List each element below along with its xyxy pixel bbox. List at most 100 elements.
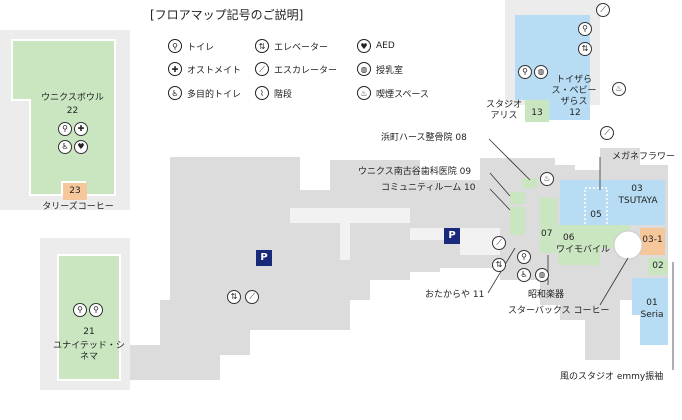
escalator-icon: ⟋	[596, 3, 610, 17]
nursing-room-icon: ◍	[535, 268, 549, 282]
elevator-icon: ⇅	[578, 42, 592, 56]
store-05-number: 05	[590, 210, 602, 220]
ostomate-icon: ✚	[74, 122, 88, 136]
store-12-name[interactable]: トイザらス・ベビーザらス	[551, 75, 597, 107]
store-13-name[interactable]: スタジオアリス	[485, 100, 522, 121]
store-03-name[interactable]: TSUTAYA	[618, 196, 658, 206]
restroom-icon: ⚲	[89, 303, 103, 317]
parking-badge: P	[256, 250, 272, 266]
multipurpose-toilet-icon: ♿	[168, 86, 182, 100]
store-03-number: 03	[631, 184, 643, 194]
legend-label: 授乳室	[376, 65, 404, 76]
store-02-area	[648, 258, 668, 275]
legend-label: トイレ	[187, 42, 215, 53]
mall-corridor	[130, 148, 668, 380]
store-21-number: 21	[83, 327, 95, 337]
legend-label: 喫煙スペース	[376, 89, 429, 100]
escalator-icon: ⟋	[492, 236, 506, 250]
nursing-room-icon: ◍	[357, 62, 371, 76]
store-06-area	[558, 225, 630, 265]
aed-icon: ♥	[74, 140, 88, 154]
central-atrium	[613, 230, 643, 260]
legend-item-stairs: ⌇ 階段	[255, 86, 292, 100]
store-13-number: 13	[531, 108, 543, 118]
store-06-name[interactable]: ワイモバイル	[556, 245, 611, 255]
legend-item-multipurpose-toilet: ♿ 多目的トイレ	[168, 86, 241, 100]
store-11-label[interactable]: おたからや 11	[425, 290, 485, 300]
smoking-area-icon: ♨	[357, 86, 371, 100]
smoking-area-icon: ♨	[612, 82, 626, 96]
inner-corridors	[290, 208, 500, 260]
legend-label: オストメイト	[187, 65, 242, 76]
store-02-name[interactable]: 風のスタジオ emmy振袖	[560, 372, 664, 382]
store-12-number: 12	[569, 108, 581, 118]
store-07-number: 07	[541, 229, 553, 239]
restroom-icon: ⚲	[168, 39, 182, 53]
ostomate-icon: ✚	[168, 62, 182, 76]
store-08-area	[522, 178, 537, 188]
store-07-name[interactable]: 昭和楽器	[528, 290, 565, 300]
restroom-icon: ⚲	[517, 250, 531, 264]
store-01-name[interactable]: Seria	[640, 310, 664, 320]
restroom-icon: ⚲	[58, 122, 72, 136]
legend-label: エレベーター	[274, 42, 329, 53]
parking-badge: P	[444, 228, 460, 244]
legend-item-nursing-room: ◍ 授乳室	[357, 62, 403, 76]
legend-item-restroom: ⚲ トイレ	[168, 39, 214, 53]
legend-item-escalator: ⟋ エスカレーター	[255, 62, 337, 76]
store-23-name[interactable]: タリーズコーヒー	[42, 202, 114, 212]
legend-item-smoking-area: ♨ 喫煙スペース	[357, 86, 429, 100]
stairs-icon: ⌇	[255, 86, 269, 100]
store-22-area	[11, 39, 116, 196]
store-03-1-number: 03-1	[642, 235, 663, 245]
multipurpose-toilet-icon: ♿	[58, 140, 72, 154]
store-05-name[interactable]: メガネフラワー	[612, 152, 676, 162]
store-03-1-area	[640, 228, 665, 255]
store-23-area	[63, 183, 87, 200]
nursing-room-icon: ◍	[534, 65, 548, 79]
legend-title: [フロアマップ記号のご説明]	[150, 8, 304, 22]
store-01-number: 01	[646, 298, 658, 308]
store-22-name[interactable]: ウニクスボウル	[41, 93, 104, 103]
legend-item-elevator: ⇅ エレベーター	[255, 39, 328, 53]
legend-item-ostomate: ✚ オストメイト	[168, 62, 241, 76]
escalator-icon: ⟋	[600, 126, 614, 140]
store-06-number: 06	[563, 233, 575, 243]
legend-label: エスカレーター	[274, 65, 338, 76]
store-10-label[interactable]: コミュニティルーム 10	[381, 183, 476, 193]
legend-label: 階段	[274, 89, 293, 100]
store-05-area	[584, 187, 608, 231]
store-12-area	[515, 15, 590, 120]
store-13-area	[525, 100, 549, 122]
aed-icon: ♥	[357, 39, 371, 53]
store-09-label[interactable]: ウニクス南古谷歯科医院 09	[358, 167, 472, 177]
escalator-icon: ⟋	[255, 62, 269, 76]
store-21-name[interactable]: ユナイテッド・シネマ	[53, 341, 125, 362]
multipurpose-toilet-icon: ♿	[517, 268, 531, 282]
store-01-area	[632, 278, 668, 345]
store-22-number: 22	[66, 106, 79, 116]
escalator-icon: ⟋	[245, 290, 259, 304]
store-21-area	[57, 254, 121, 381]
legend-label: 多目的トイレ	[187, 89, 242, 100]
store-10-area	[510, 207, 525, 235]
smoking-area-icon: ♨	[540, 172, 554, 186]
restroom-icon: ⚲	[73, 303, 87, 317]
store-03-1-name[interactable]: スターバックス コーヒー	[508, 306, 610, 316]
store-09-area	[510, 192, 525, 204]
restroom-icon: ⚲	[578, 22, 592, 36]
store-07-area	[540, 198, 557, 253]
elevator-icon: ⇅	[227, 290, 241, 304]
legend-label: AED	[376, 41, 395, 51]
leader-lines	[487, 138, 674, 370]
restroom-icon: ⚲	[518, 65, 532, 79]
legend-item-aed: ♥ AED	[357, 39, 395, 53]
elevator-icon: ⇅	[492, 258, 506, 272]
store-23-number: 23	[69, 186, 81, 196]
store-08-label[interactable]: 浜町ハース整骨院 08	[381, 133, 467, 143]
elevator-icon: ⇅	[255, 39, 269, 53]
map-legend: [フロアマップ記号のご説明] ⚲ トイレ ⇅ エレベーター ♥ AED ✚ オス…	[150, 6, 450, 106]
store-02-number: 02	[652, 261, 664, 271]
